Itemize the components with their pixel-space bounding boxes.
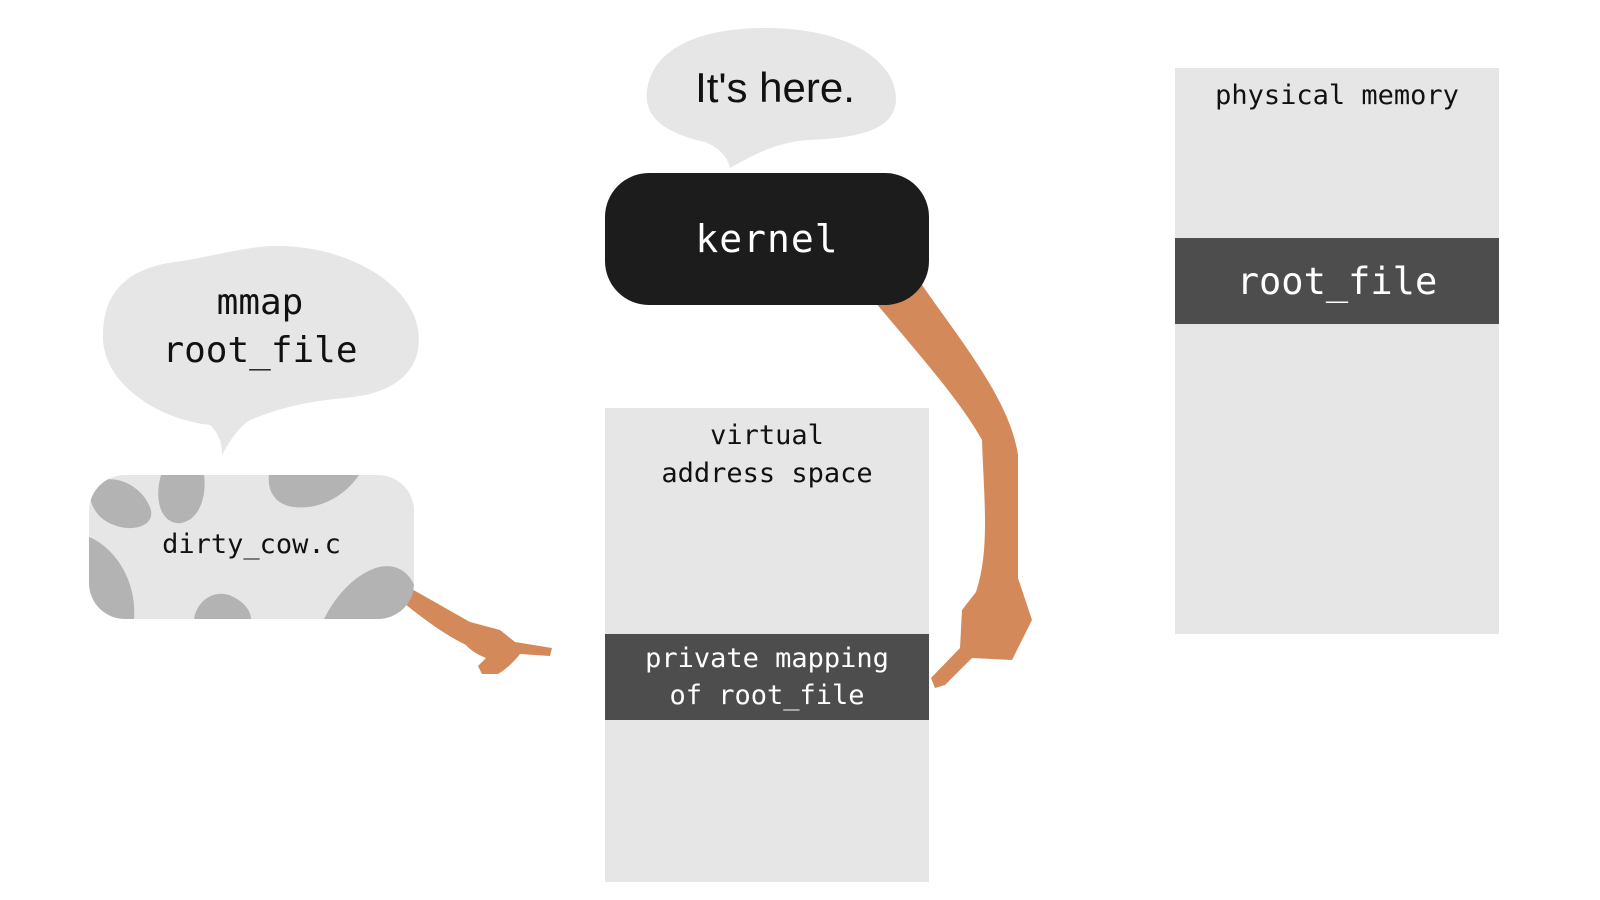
virtual-title-line1: virtual	[710, 420, 824, 451]
kernel-box: kernel	[605, 173, 929, 305]
private-mapping-region: private mapping of root_file	[605, 634, 929, 720]
process-speech-text-line1: mmap	[216, 282, 304, 323]
virtual-title-line2: address space	[661, 458, 873, 489]
physical-root-file-label: root_file	[1236, 259, 1438, 303]
private-mapping-line1: private mapping	[645, 643, 889, 674]
virtual-address-space: virtual address space private mapping of…	[605, 408, 929, 882]
kernel-label: kernel	[695, 217, 839, 261]
process-arm	[400, 588, 552, 674]
cow-spots	[89, 475, 414, 619]
kernel-arm	[870, 282, 1032, 688]
process-box: dirty_cow.c	[89, 475, 414, 619]
physical-memory: physical memory root_file	[1175, 68, 1499, 634]
kernel-speech-text: It's here.	[695, 64, 855, 111]
kernel-speech-bubble	[646, 28, 896, 168]
physical-title: physical memory	[1215, 80, 1459, 111]
physical-root-file-region: root_file	[1175, 238, 1499, 324]
process-label: dirty_cow.c	[162, 529, 341, 560]
private-mapping-line2: of root_file	[669, 680, 865, 711]
process-speech-bubble	[102, 245, 419, 455]
process-speech-text-line2: root_file	[162, 330, 358, 371]
